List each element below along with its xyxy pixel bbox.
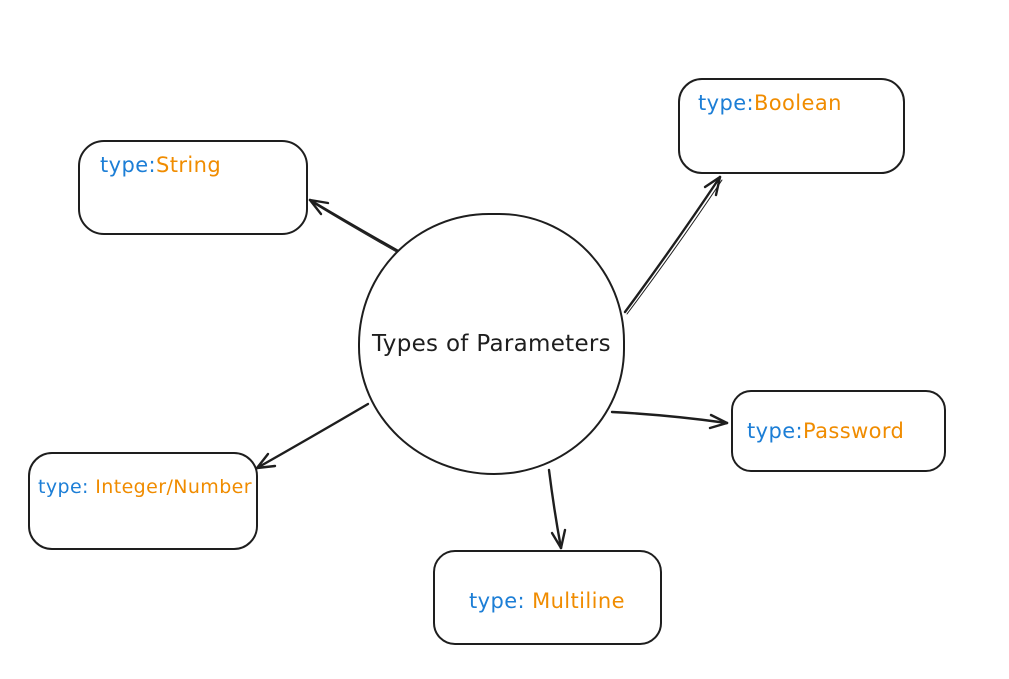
node-type-string-label: type:String	[100, 153, 221, 177]
type-prefix: type:	[698, 91, 754, 115]
type-prefix: type:	[100, 153, 156, 177]
node-type-integer-number[interactable]: type: Integer/Number	[28, 452, 258, 550]
arrow-to-integer-connector[interactable]	[255, 402, 370, 470]
center-node-label: Types of Parameters	[372, 331, 611, 357]
type-value: Multiline	[532, 589, 625, 613]
type-value: String	[156, 153, 222, 177]
type-value: Boolean	[754, 91, 842, 115]
type-value: Integer/Number	[95, 476, 252, 498]
node-type-multiline[interactable]: type: Multiline	[433, 550, 662, 645]
node-type-integer-number-label: type: Integer/Number	[38, 476, 252, 498]
node-type-password-label: type:Password	[747, 419, 904, 443]
type-prefix: type:	[469, 589, 533, 613]
node-type-password[interactable]: type:Password	[731, 390, 946, 472]
node-type-boolean-label: type:Boolean	[698, 91, 842, 115]
node-type-multiline-label: type: Multiline	[469, 589, 625, 613]
type-prefix: type:	[747, 419, 803, 443]
arrow-to-password-connector[interactable]	[610, 410, 729, 430]
center-node-types-of-parameters[interactable]: Types of Parameters	[358, 213, 625, 475]
node-type-string[interactable]: type:String	[78, 140, 308, 235]
type-prefix: type:	[38, 476, 96, 498]
node-type-boolean[interactable]: type:Boolean	[678, 78, 905, 174]
type-value: Password	[803, 419, 905, 443]
arrow-to-multiline-connector[interactable]	[547, 468, 567, 550]
arrow-to-boolean-connector[interactable]	[623, 175, 723, 315]
arrow-to-string-connector[interactable]	[308, 198, 403, 256]
